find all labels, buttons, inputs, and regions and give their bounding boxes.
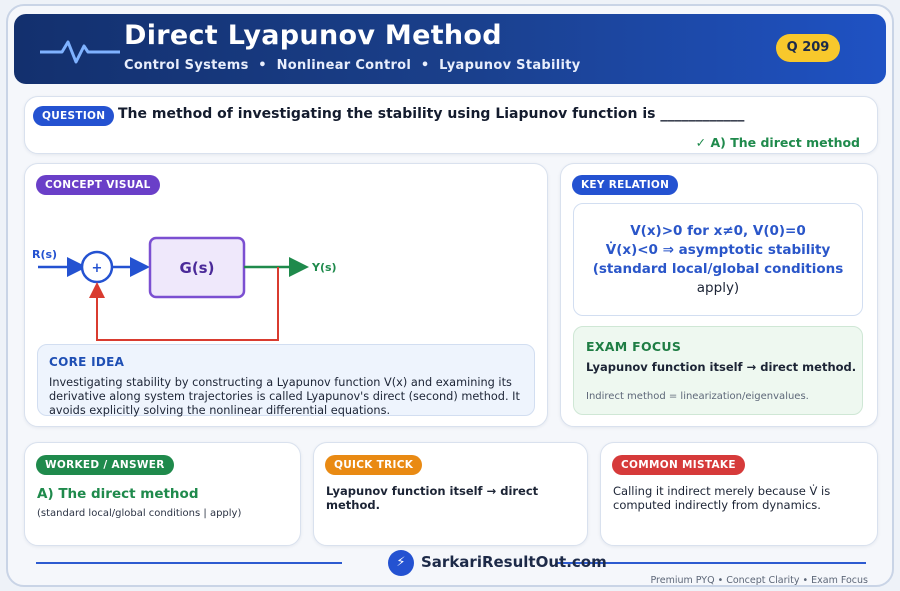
footer-divider-left: [36, 562, 342, 564]
output-label: Y(s): [311, 261, 337, 274]
page-subtitle: Control Systems • Nonlinear Control • Ly…: [124, 58, 581, 73]
footer-divider-right: [556, 562, 866, 564]
answer-line: ✓ A) The direct method: [695, 135, 860, 150]
quick-trick-card: QUICK TRICK Lyapunov function itself → d…: [313, 442, 588, 546]
worked-answer-text: A) The direct method: [37, 486, 199, 502]
relation-line-4: apply): [696, 280, 740, 296]
common-mistake-card: COMMON MISTAKE Calling it indirect merel…: [600, 442, 878, 546]
relation-line-2: V̇(x)<0 ⇒ asymptotic stability: [605, 242, 831, 258]
common-mistake-text: Calling it indirect merely because V̇ is…: [613, 484, 831, 512]
input-label: R(s): [32, 248, 57, 261]
sum-symbol: +: [92, 261, 103, 276]
relation-line-1: V(x)>0 for x≠0, V(0)=0: [630, 223, 806, 239]
exam-focus-note: Indirect method = linearization/eigenval…: [586, 391, 809, 402]
footer-site-name[interactable]: SarkariResultOut.com: [421, 553, 607, 571]
worked-answer-detail: (standard local/global conditions | appl…: [37, 508, 242, 519]
exam-focus-text: Lyapunov function itself → direct method…: [586, 360, 857, 374]
exam-focus-box: EXAM FOCUS Lyapunov function itself → di…: [573, 326, 863, 415]
quick-trick-text: Lyapunov function itself → direct method…: [326, 484, 539, 512]
pulse-icon: [40, 40, 120, 64]
header-banner: Direct Lyapunov Method Control Systems •…: [14, 14, 886, 84]
core-idea-title: CORE IDEA: [49, 355, 125, 369]
question-text: The method of investigating the stabilit…: [118, 106, 745, 122]
question-card: [24, 96, 878, 154]
lightning-icon: ⚡: [388, 550, 414, 576]
common-mistake-label: COMMON MISTAKE: [612, 455, 745, 475]
footer-tagline: Premium PYQ • Concept Clarity • Exam Foc…: [650, 575, 868, 586]
relation-line-3: (standard local/global conditions: [592, 261, 844, 277]
plant-label: G(s): [180, 259, 215, 277]
feedback-path: [89, 267, 279, 341]
exam-focus-title: EXAM FOCUS: [586, 339, 682, 354]
core-idea-box: CORE IDEA Investigating stability by con…: [37, 344, 535, 417]
page-title: Direct Lyapunov Method: [124, 20, 502, 51]
block-diagram: R(s) + G(s) Y(s): [32, 236, 337, 341]
worked-answer-label: WORKED / ANSWER: [36, 455, 174, 475]
quick-trick-label: QUICK TRICK: [325, 455, 423, 475]
worked-answer-card: WORKED / ANSWER A) The direct method (st…: [24, 442, 301, 546]
concept-label: CONCEPT VISUAL: [36, 175, 160, 195]
question-number-badge: Q 209: [776, 34, 840, 62]
question-label: QUESTION: [33, 106, 115, 126]
relation-box: V(x)>0 for x≠0, V(0)=0 V̇(x)<0 ⇒ asympto…: [573, 203, 863, 316]
core-idea-text: Investigating stability by constructing …: [49, 376, 520, 417]
key-relation-label: KEY RELATION: [572, 175, 679, 195]
